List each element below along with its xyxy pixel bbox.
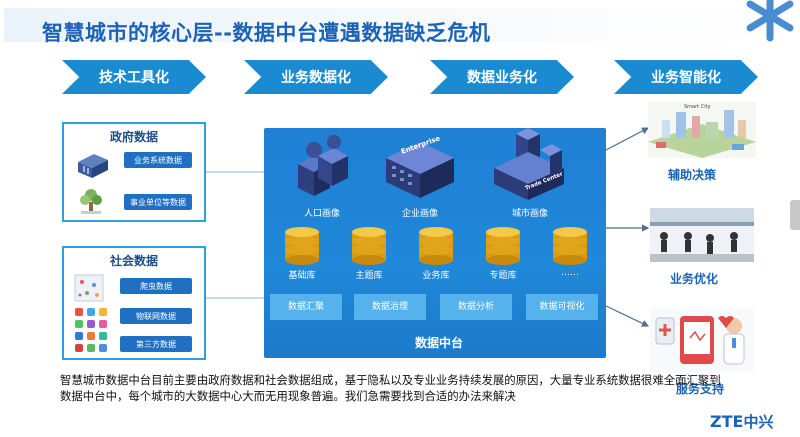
government-building-icon — [78, 154, 108, 178]
app-icons-grid-icon — [75, 308, 107, 352]
business-optimization-thumbnail — [650, 208, 754, 262]
population-portrait-label: 人口画像 — [303, 209, 340, 219]
stage-chevron-2: 业务数据化 — [244, 60, 388, 94]
stage-chevron-4: 业务智能化 — [614, 60, 758, 94]
data-aggregation-button: 数据汇聚 — [270, 294, 342, 320]
database-icon — [419, 227, 453, 265]
side-scroll-tab[interactable] — [790, 200, 800, 230]
trade-center-icon: Trade Center — [494, 128, 564, 200]
special-db-label: 专题库 — [489, 271, 517, 281]
stage-chevron-1: 技术工具化 — [62, 60, 206, 94]
iot-data-button: 物联网数据 — [120, 308, 192, 324]
database-icon — [285, 227, 319, 265]
business-system-data-button: 业务系统数据 — [124, 152, 192, 168]
third-party-data-button: 第三方数据 — [120, 336, 192, 352]
social-data-panel: 社会数据 爬虫数据 物联网数据 第三方数据 — [62, 246, 206, 360]
data-middle-platform-title: 数据中台 — [414, 336, 463, 350]
business-optimization-label: 业务优化 — [670, 272, 719, 286]
crawler-map-icon — [74, 274, 104, 302]
output-arrows — [605, 127, 650, 327]
business-db-label: 业务库 — [422, 271, 450, 281]
stage-chevron-3: 数据业务化 — [430, 60, 574, 94]
gov-data-heading: 政府数据 — [109, 130, 158, 144]
database-icon — [486, 227, 520, 265]
base-db-label: 基础库 — [288, 271, 316, 281]
city-portrait-label: 城市画像 — [511, 209, 548, 219]
caption-text: 智慧城市数据中台目前主要由政府数据和社会数据组成，基于隐私以及专业业务持续发展的… — [60, 373, 721, 403]
logo-latin: ZTE — [710, 412, 744, 431]
topic-db-label: 主题库 — [355, 271, 383, 281]
database-icon — [352, 227, 386, 265]
population-portrait-icon — [298, 135, 348, 196]
logo-cjk: 中兴 — [743, 413, 774, 431]
data-analysis-button: 数据分析 — [440, 294, 512, 320]
title-bar: 智慧城市的核心层--数据中台遭遇数据缺乏危机 — [4, 8, 764, 45]
snowflake-decoration-icon — [746, 0, 794, 42]
institution-tree-icon — [80, 189, 102, 214]
institution-data-button: 事业单位等数据 — [124, 194, 192, 210]
enterprise-portrait-label: 企业画像 — [401, 209, 438, 219]
data-visualization-button: 数据可视化 — [526, 294, 598, 320]
page-title: 智慧城市的核心层--数据中台遭遇数据缺乏危机 — [42, 21, 491, 45]
data-governance-button: 数据治理 — [354, 294, 426, 320]
service-support-label: 服务支持 — [676, 382, 725, 396]
smart-city-thumbnail: Smart City — [648, 102, 756, 158]
social-data-heading: 社会数据 — [109, 254, 158, 268]
decision-support-label: 辅助决策 — [668, 168, 717, 182]
enterprise-building-icon: Enterprise — [386, 134, 454, 198]
service-support-thumbnail — [650, 308, 754, 372]
zte-logo: ZTE中兴 — [710, 411, 773, 432]
crawler-data-button: 爬虫数据 — [120, 278, 192, 294]
smart-city-sign-text: Smart City — [684, 104, 711, 110]
database-icon — [553, 227, 587, 265]
more-db-label: …… — [561, 268, 579, 278]
gov-data-panel: 政府数据 业务系统数据 事业单位等数据 — [62, 122, 206, 222]
input-connector-lines — [206, 171, 264, 299]
